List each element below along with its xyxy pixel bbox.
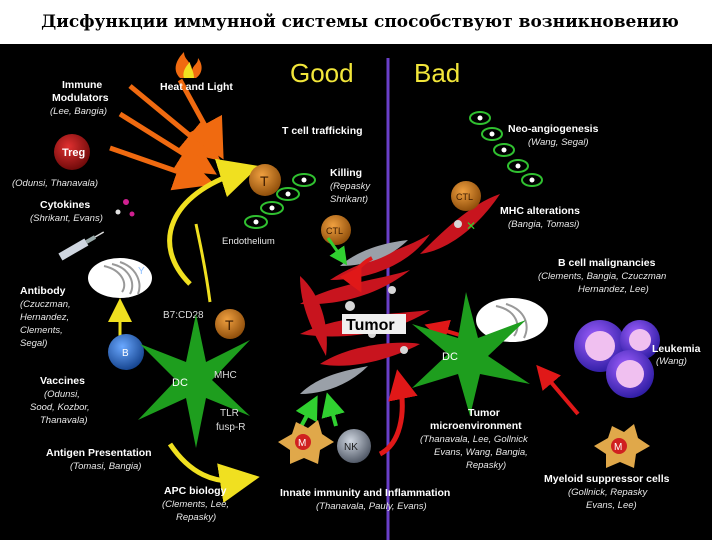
apc-biology-label: APC biology (164, 485, 227, 497)
tlr-label: TLR (220, 408, 239, 419)
antigen-presentation-refs: (Tomasi, Bangia) (70, 461, 141, 472)
ctl-label-bad: CTL (456, 192, 473, 202)
treg-refs: (Odunsi, Thanavala) (12, 178, 98, 189)
b-cell-white-right (476, 298, 548, 342)
vaccines-refs-3: Thanavala) (40, 415, 88, 426)
nk-cell (337, 429, 371, 463)
t-cell-top-label: T (260, 173, 269, 189)
b-cell (108, 334, 144, 370)
killing-refs: (Repasky (330, 181, 371, 192)
treg-label: Treg (62, 147, 85, 159)
immune-modulators-label-2: Modulators (52, 92, 109, 104)
vaccines-refs-2: Sood, Kozbor, (30, 402, 90, 413)
leukemia-cells (574, 320, 660, 398)
red-arrows (339, 256, 580, 457)
syringe-icon (58, 231, 105, 261)
flame-icon (175, 52, 202, 78)
b-cell-label: B (122, 348, 129, 359)
leukemia-refs: (Wang) (656, 356, 687, 367)
slide-border (712, 44, 720, 540)
vaccines-refs-1: (Odunsi, (44, 389, 80, 400)
myeloid-refs-1: (Gollnick, Repasky (568, 487, 648, 498)
antibody-y-icon: Y (138, 266, 145, 277)
vessel-chain-right (469, 111, 543, 187)
antibody-refs-1: (Czuczman, (20, 299, 71, 310)
orange-arrows (109, 78, 224, 191)
cytokine-dots (115, 199, 135, 217)
treg-cell (54, 134, 90, 170)
dying-tumor-cells (300, 240, 408, 394)
b-cell-white-left (88, 258, 152, 298)
endothelium-label: Endothelium (222, 236, 275, 247)
ctl-cell-bad (451, 181, 481, 211)
tumor-micro-refs-1: (Thanavala, Lee, Gollnick (420, 434, 529, 445)
tumor-label: Tumor (346, 317, 395, 334)
cytokines-refs: (Shrikant, Evans) (30, 213, 103, 224)
myeloid-label: Myeloid suppressor cells (544, 473, 670, 485)
mhc-alterations-refs: (Bangia, Tomasi) (508, 219, 579, 230)
endothelium-chain (244, 173, 316, 229)
antibody-refs-2: Hernandez, (20, 312, 69, 323)
tlr-label-2: fusp-R (216, 422, 245, 433)
good-header: Good (290, 58, 354, 88)
dc-cell-left (138, 314, 250, 448)
immune-modulators-label: Immune (62, 79, 102, 91)
m-label-good: M (298, 438, 306, 449)
antibody-label: Antibody (20, 285, 66, 297)
tumor-micro-refs-2: Evans, Wang, Bangia, (434, 447, 528, 458)
heat-light-label: Heat and Light (160, 81, 233, 93)
dc-label-right: DC (442, 351, 458, 363)
mhc-alterations-label: MHC alterations (500, 205, 580, 217)
macrophage-bad-nucleus (611, 438, 627, 454)
tumor-micro-label-2: microenvironment (430, 420, 522, 432)
t-cell-middle-label: T (225, 317, 234, 333)
ctl-cell-good (321, 215, 351, 245)
immune-modulators-refs: (Lee, Bangia) (50, 106, 107, 117)
t-cell-trafficking-label: T cell trafficking (282, 125, 363, 137)
t-cell-top (249, 164, 281, 196)
apc-refs-1: (Clements, Lee, (162, 499, 229, 510)
bad-header: Bad (414, 58, 460, 88)
nk-label: NK (344, 442, 358, 453)
neo-refs: (Wang, Segal) (528, 137, 589, 148)
antibody-refs-3: Clements, (20, 325, 63, 336)
tumor-micro-label-1: Tumor (468, 407, 500, 419)
mhc-blocked-icon: ✕ (466, 219, 476, 233)
diagram-stage: Good Bad Immune Mo (0, 44, 720, 540)
tumor-label-box (342, 314, 406, 334)
killing-label: Killing (330, 167, 362, 179)
vaccines-label: Vaccines (40, 375, 85, 387)
ctl-label-good: CTL (326, 226, 343, 236)
antigen-presentation-label: Antigen Presentation (46, 447, 152, 459)
macrophage-good-nucleus (295, 434, 311, 450)
b-cell-mal-refs-2: Hernandez, Lee) (578, 284, 649, 295)
leukemia-label: Leukemia (652, 343, 701, 355)
dc-cell-right (412, 292, 530, 416)
slide-title: Дисфункции иммунной системы способствуют… (0, 0, 720, 76)
innate-refs: (Thanavala, Pauly, Evans) (316, 501, 427, 512)
b-cell-malignancies-label: B cell malignancies (558, 257, 656, 269)
tumor-micro-refs-3: Repasky) (466, 460, 506, 471)
diagram-canvas: Good Bad Immune Mo (0, 44, 720, 540)
b7-cd28-label: B7:CD28 (163, 310, 204, 321)
dc-label-left: DC (172, 377, 188, 389)
antibody-refs-4: Segal) (20, 338, 47, 349)
killing-refs-2: Shrikant) (330, 194, 368, 205)
innate-immunity-label: Innate immunity and Inflammation (280, 487, 450, 499)
myeloid-refs-2: Evans, Lee) (586, 500, 637, 511)
apc-refs-2: Repasky) (176, 512, 216, 523)
m-label-bad: M (614, 442, 622, 453)
cytokines-label: Cytokines (40, 199, 90, 211)
neo-angiogenesis-label: Neo-angiogenesis (508, 123, 599, 135)
b-cell-mal-refs-1: (Clements, Bangia, Czuczman (538, 271, 666, 282)
t-cell-middle (215, 309, 245, 339)
mhc-label: MHC (214, 370, 237, 381)
